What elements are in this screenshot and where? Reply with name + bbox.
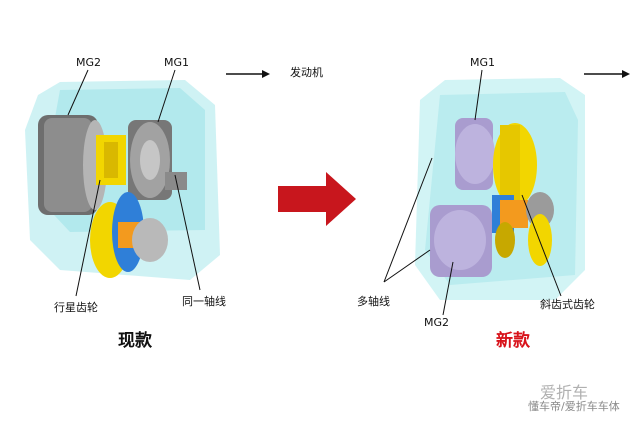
watermark-text: 懂车帝/爱折车车体 <box>528 400 620 413</box>
left-leader-lines <box>67 69 201 297</box>
engine-label: 发动机 <box>290 66 323 79</box>
mg2-label-left: MG2 <box>76 56 102 69</box>
planetary-gear-label: 行星齿轮 <box>54 301 98 314</box>
new-model-caption: 新款 <box>496 331 530 351</box>
right-leader-lines <box>383 69 562 316</box>
transition-arrow <box>278 172 356 226</box>
mg1-label-right: MG1 <box>470 56 496 69</box>
mg1-label-left: MG1 <box>164 56 190 69</box>
multi-axis-label: 多轴线 <box>357 295 390 308</box>
current-model-caption: 现款 <box>118 331 152 351</box>
current-transmission-illustration <box>25 80 220 280</box>
mg2-label-right: MG2 <box>424 316 450 329</box>
engine-direction-arrow-right <box>584 70 630 78</box>
new-transmission-illustration <box>415 78 585 300</box>
same-axis-label: 同一轴线 <box>182 295 226 308</box>
engine-direction-arrow <box>226 70 270 78</box>
helical-gear-label: 斜齿式齿轮 <box>540 298 595 311</box>
watermark-logo: 爱折车 <box>540 383 589 402</box>
